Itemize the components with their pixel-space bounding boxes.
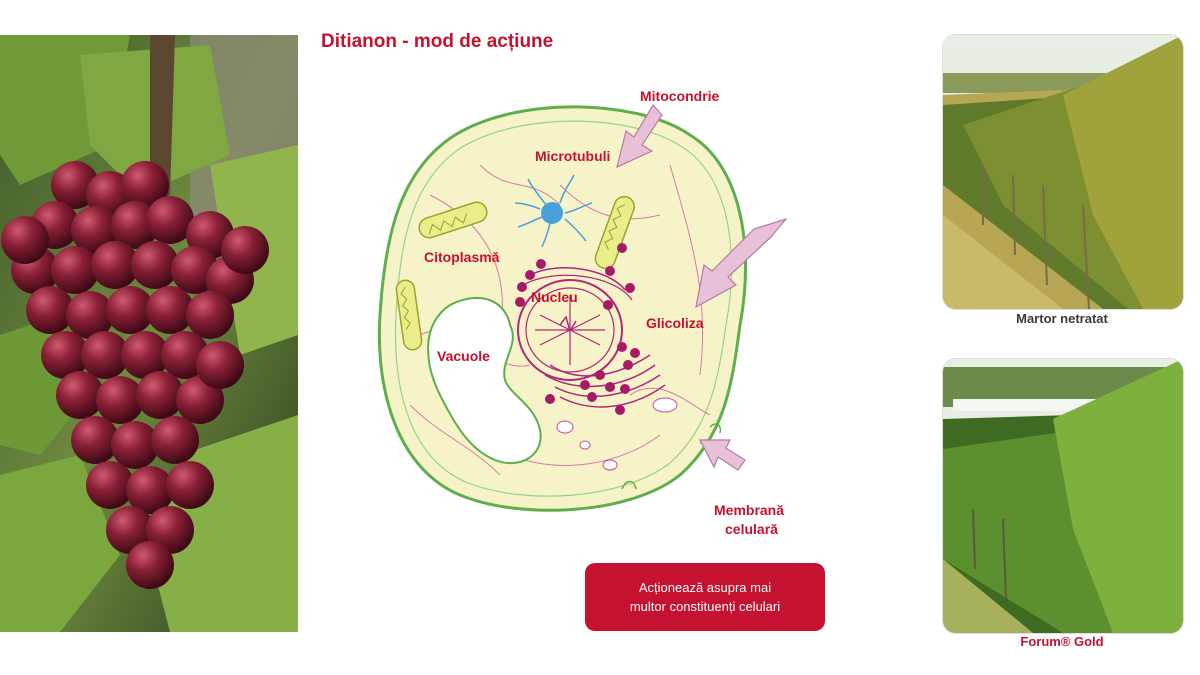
action-callout: Acționează asupra mai multor constituenț… — [585, 563, 825, 631]
grape-berry — [96, 376, 144, 424]
cell-diagram — [360, 75, 820, 555]
grape-berry — [146, 196, 194, 244]
grape-berry — [111, 421, 159, 469]
grape-berry — [86, 461, 134, 509]
grape-berry — [126, 466, 174, 514]
grape-berry — [26, 286, 74, 334]
mitochondrion-icon — [395, 195, 635, 351]
centrosome — [541, 202, 563, 224]
grape-berry — [146, 506, 194, 554]
grape-berry — [196, 341, 244, 389]
grape-berry — [56, 371, 104, 419]
grape-berry — [111, 201, 159, 249]
ribosome-dots — [515, 243, 640, 415]
action-line-2: multor constituenți celulari — [629, 599, 781, 614]
grape-berry — [71, 206, 119, 254]
grape-berry — [121, 331, 169, 379]
label-glicoliza: Glicoliza — [646, 315, 704, 331]
grape-berry — [126, 541, 174, 589]
grape-berry — [71, 416, 119, 464]
grape-cluster — [1, 161, 269, 589]
label-mitocondrie: Mitocondrie — [640, 88, 720, 104]
untreated-vineyard-photo — [942, 34, 1184, 310]
grape-berry — [151, 416, 199, 464]
page-title: Ditianon - mod de acțiune — [321, 31, 554, 52]
label-membrana-1: Membrană — [714, 502, 785, 518]
grape-berry — [146, 286, 194, 334]
treated-vineyard-photo — [942, 358, 1184, 634]
label-vacuole: Vacuole — [437, 348, 490, 364]
label-citoplasma: Citoplasmă — [424, 249, 500, 265]
grape-berry — [131, 241, 179, 289]
grape-berry — [41, 331, 89, 379]
grape-berry — [81, 331, 129, 379]
caption-untreated: Martor netratat — [1016, 311, 1108, 326]
grapes-photo — [0, 35, 298, 632]
grape-berry — [166, 461, 214, 509]
grape-berry — [66, 291, 114, 339]
grape-berry — [106, 506, 154, 554]
label-nucleu: Nucleu — [531, 289, 578, 305]
caption-treated: Forum® Gold — [1020, 634, 1104, 649]
grape-berry — [221, 226, 269, 274]
grape-berry — [91, 241, 139, 289]
grape-berry — [106, 286, 154, 334]
action-line-1: Acționează asupra mai — [638, 580, 772, 595]
grape-berry — [121, 161, 169, 209]
grape-berry — [136, 371, 184, 419]
nucleus — [517, 267, 633, 381]
vacuole — [427, 296, 542, 465]
label-microtubuli: Microtubuli — [535, 148, 611, 164]
grape-berry — [1, 216, 49, 264]
label-membrana-2: celulară — [725, 521, 778, 537]
grape-berry — [51, 246, 99, 294]
grape-berry — [186, 291, 234, 339]
arrow-icon — [616, 103, 788, 471]
grape-berry — [176, 376, 224, 424]
